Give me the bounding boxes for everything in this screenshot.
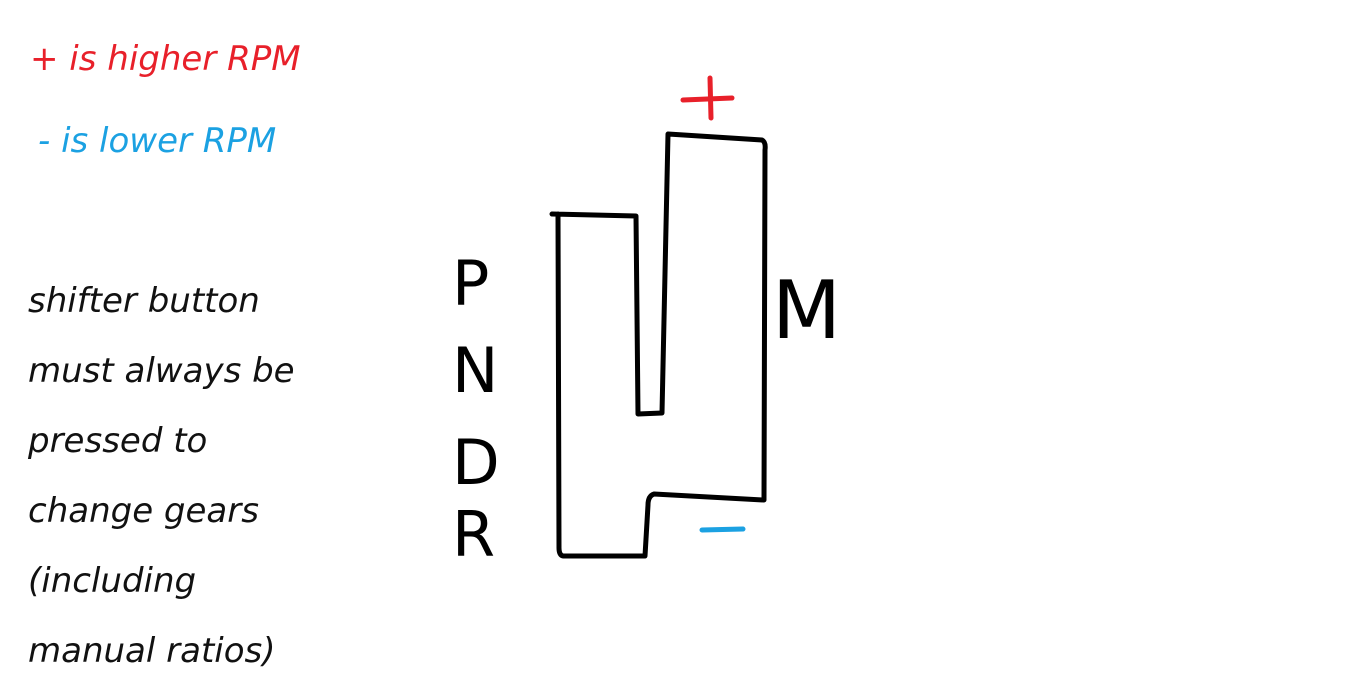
note-line: shifter button [28, 281, 260, 321]
note-line: pressed to [28, 421, 208, 461]
gate-outline [549, 131, 768, 559]
lower-rpm-note: - is lower RPM [38, 121, 277, 161]
gear-p-label: P [452, 247, 489, 320]
gear-n-label: N [452, 334, 498, 407]
plus-symbol [680, 75, 735, 121]
manual-m-label: M [772, 264, 841, 357]
gear-d-label: D [452, 426, 500, 499]
note-line: (including [28, 561, 197, 601]
note-line: change gears [28, 491, 259, 531]
minus-symbol [699, 526, 746, 533]
note-line: must always be [28, 351, 295, 391]
higher-rpm-note: + is higher RPM [30, 39, 301, 79]
note-line: manual ratios) [28, 631, 276, 671]
gear-r-label: R [452, 498, 495, 571]
